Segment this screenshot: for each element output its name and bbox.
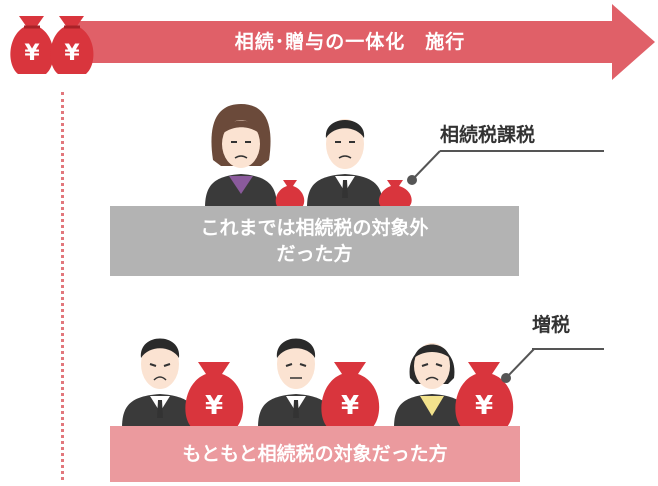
man-avatar [258,338,334,428]
woman-avatar [394,343,470,428]
money-bag-icons: ¥ ¥ [10,16,94,74]
money-bag-icon [10,16,54,74]
previously-exempt-caption-line2: だった方 [276,243,353,265]
yen-symbol: ¥ [341,391,359,421]
woman-avatar [205,104,277,208]
people-group-bottom: ¥ ¥ ¥ [122,338,514,428]
yen-symbol: ¥ [64,41,80,66]
callout-pointer [407,150,441,185]
previously-exempt-box: これまでは相続税の対象外 だった方 [110,206,519,276]
money-bag-icon [50,16,94,74]
money-bag-icon [275,180,305,208]
people-group-top [205,104,412,208]
money-bag-icon: ¥ [185,362,244,428]
money-bag-icon [378,180,412,208]
yen-symbol: ¥ [475,391,493,421]
callout-line [440,150,604,152]
money-bag-icon: ¥ [321,362,380,428]
yen-symbol: ¥ [24,41,40,66]
callout-line [532,348,604,350]
man-avatar [122,338,198,428]
timeline-title: 相続･贈与の一体化 施行 [234,31,466,53]
timeline-arrow [70,4,655,80]
previously-exempt-caption-line1: これまでは相続税の対象外 [200,217,429,239]
callout-tax-increase: 増税 [532,314,571,336]
already-taxed-caption: もともと相続税の対象だった方 [182,443,448,465]
callout-pointer [501,348,535,383]
timeline-dotted-line [61,92,64,480]
money-bag-icon: ¥ [455,362,514,428]
already-taxed-box: もともと相続税の対象だった方 [110,426,520,482]
yen-symbol: ¥ [205,391,223,421]
man-avatar [307,119,383,208]
callout-inheritance-taxed: 相続税課税 [440,124,536,146]
